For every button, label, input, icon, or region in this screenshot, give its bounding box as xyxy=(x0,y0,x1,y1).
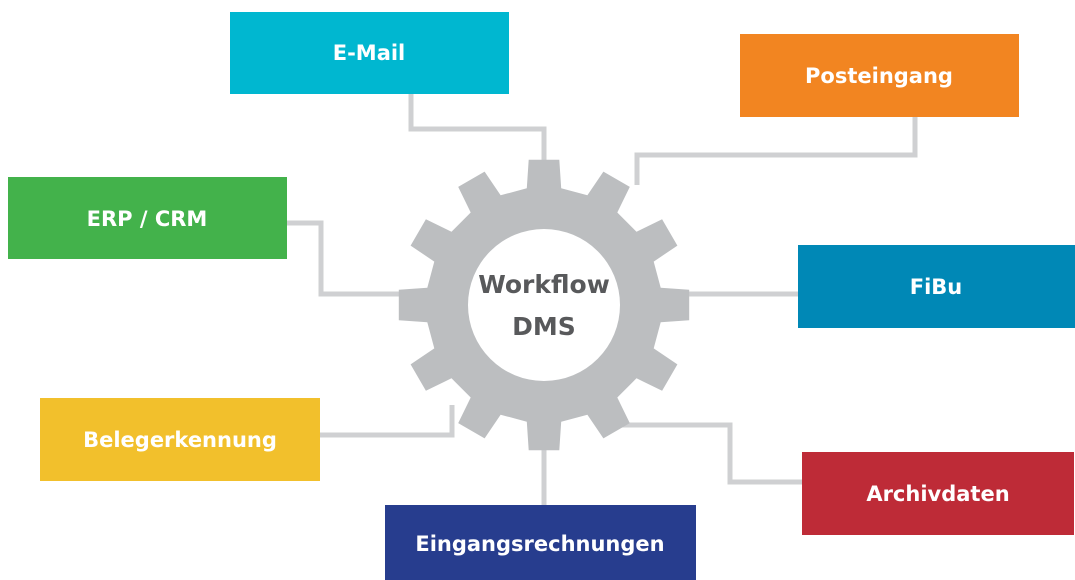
node-eingangsrechnungen-label: Eingangsrechnungen xyxy=(415,532,664,556)
node-erp-crm-label: ERP / CRM xyxy=(87,207,208,231)
node-fibu-box xyxy=(798,245,1075,328)
node-fibu-label: FiBu xyxy=(910,275,963,299)
node-email[interactable]: E-Mail xyxy=(230,12,509,94)
node-erp-crm[interactable]: ERP / CRM xyxy=(8,177,287,259)
connectors xyxy=(287,92,918,506)
node-fibu[interactable]: FiBu xyxy=(798,245,1075,328)
gear-icon xyxy=(398,159,690,451)
gear-hub: Workflow DMS xyxy=(398,159,690,451)
node-email-box xyxy=(230,12,509,94)
connector-email xyxy=(408,92,547,175)
node-belegerkennung[interactable]: Belegerkennung xyxy=(40,398,320,481)
connector-posteingang xyxy=(634,117,918,185)
node-archivdaten-label: Archivdaten xyxy=(866,482,1009,506)
connector-archivdaten xyxy=(612,422,804,485)
node-posteingang-box xyxy=(740,34,1019,117)
hub-label-workflow: Workflow xyxy=(478,270,610,299)
node-belegerkennung-label: Belegerkennung xyxy=(83,428,277,452)
node-erp-crm-box xyxy=(8,177,287,259)
connector-erp-crm xyxy=(287,220,418,297)
node-eingangsrechnungen[interactable]: Eingangsrechnungen xyxy=(385,505,696,580)
node-belegerkennung-box xyxy=(40,398,320,481)
node-eingangsrechnungen-box xyxy=(385,505,696,580)
node-email-label: E-Mail xyxy=(333,41,406,65)
hub-label-dms: DMS xyxy=(512,312,576,341)
node-posteingang[interactable]: Posteingang xyxy=(740,34,1019,117)
node-archivdaten[interactable]: Archivdaten xyxy=(802,452,1074,535)
connector-belegerkennung xyxy=(320,405,455,438)
node-archivdaten-box xyxy=(802,452,1074,535)
node-posteingang-label: Posteingang xyxy=(805,64,953,88)
